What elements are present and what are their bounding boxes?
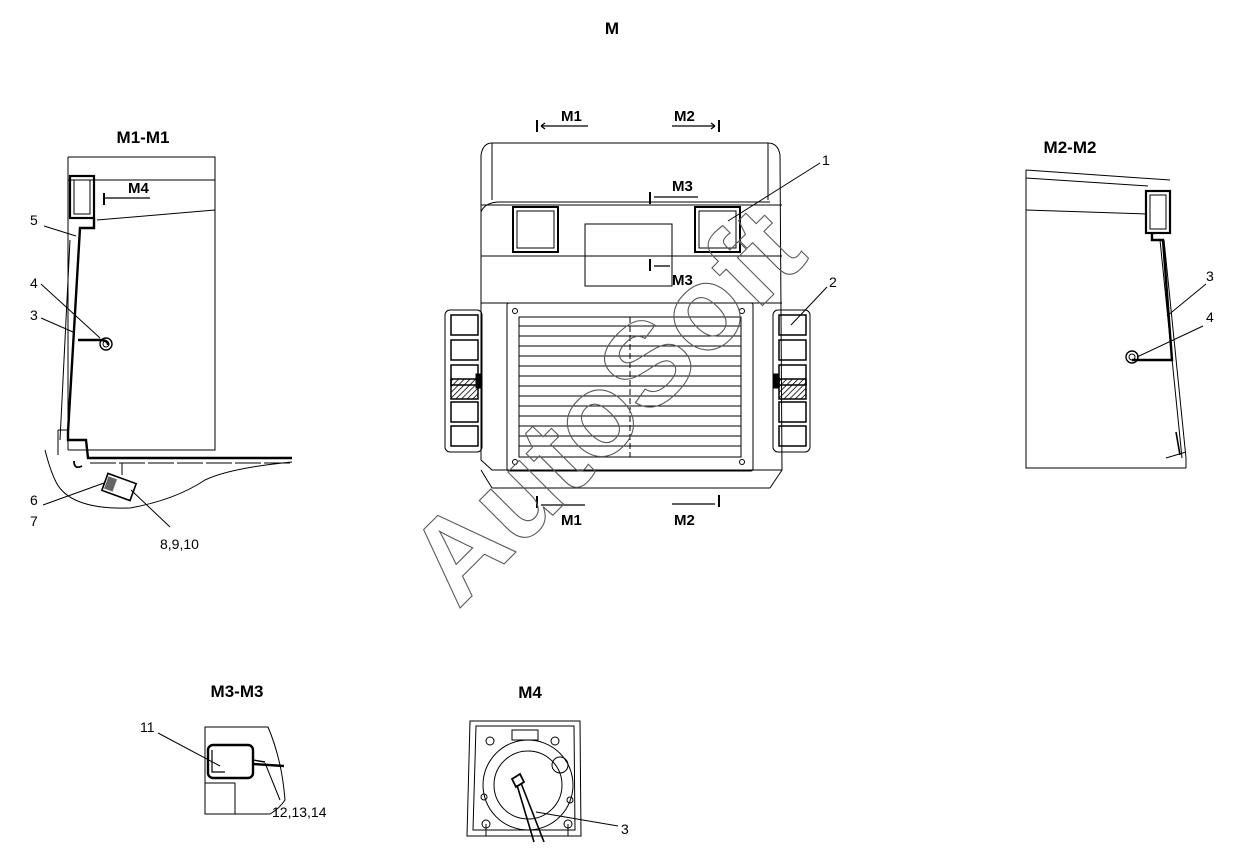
section-m3-title: M3-M3 <box>211 682 264 701</box>
m3-callout-12-13-14: 12,13,14 <box>272 804 327 820</box>
m2-callout-4: 4 <box>1206 309 1214 325</box>
cut-marker-m1-bottom: M1 <box>561 512 582 529</box>
m4-callout-3: 3 <box>621 821 629 837</box>
front-panel-2 <box>694 206 741 253</box>
main-view-title: M <box>605 19 619 38</box>
left-light-cluster <box>444 309 483 453</box>
right-light-cluster <box>772 309 811 453</box>
front-panel-1 <box>512 206 559 253</box>
m1-mirror-housing <box>68 174 96 220</box>
m1-callout-7: 7 <box>30 513 38 529</box>
m1-callout-8-9-10: 8,9,10 <box>160 536 199 552</box>
section-m3-view <box>204 726 286 815</box>
section-m1-title: M1-M1 <box>117 128 170 147</box>
cut-marker-m3-upper: M3 <box>672 178 693 195</box>
section-m1-view <box>44 156 293 509</box>
m2-callout-3: 3 <box>1206 268 1214 284</box>
callout-2: 2 <box>829 274 837 290</box>
radiator-grille <box>506 302 754 472</box>
cut-marker-m4: M4 <box>128 180 149 197</box>
section-m2-title: M2-M2 <box>1044 138 1097 157</box>
m3-callout-11: 11 <box>140 719 155 735</box>
section-m2-view <box>1025 169 1187 469</box>
m2-mirror-housing <box>1144 189 1172 235</box>
section-m4-title: M4 <box>518 683 542 702</box>
m1-callout-4: 4 <box>30 275 38 291</box>
main-view <box>480 142 783 489</box>
cut-marker-m3-lower: M3 <box>672 272 693 289</box>
m1-callout-5: 5 <box>30 212 38 228</box>
m1-callout-6: 6 <box>30 492 38 508</box>
cut-marker-m1-top: M1 <box>561 108 582 125</box>
section-m4-view <box>466 720 582 843</box>
cut-marker-m2-top: M2 <box>674 108 695 125</box>
watermark: AutoSoft <box>383 183 829 629</box>
m1-callout-3: 3 <box>30 307 38 323</box>
m3-connector-body <box>206 743 255 780</box>
callout-1: 1 <box>822 152 830 168</box>
cut-marker-m2-bottom: M2 <box>674 512 695 529</box>
